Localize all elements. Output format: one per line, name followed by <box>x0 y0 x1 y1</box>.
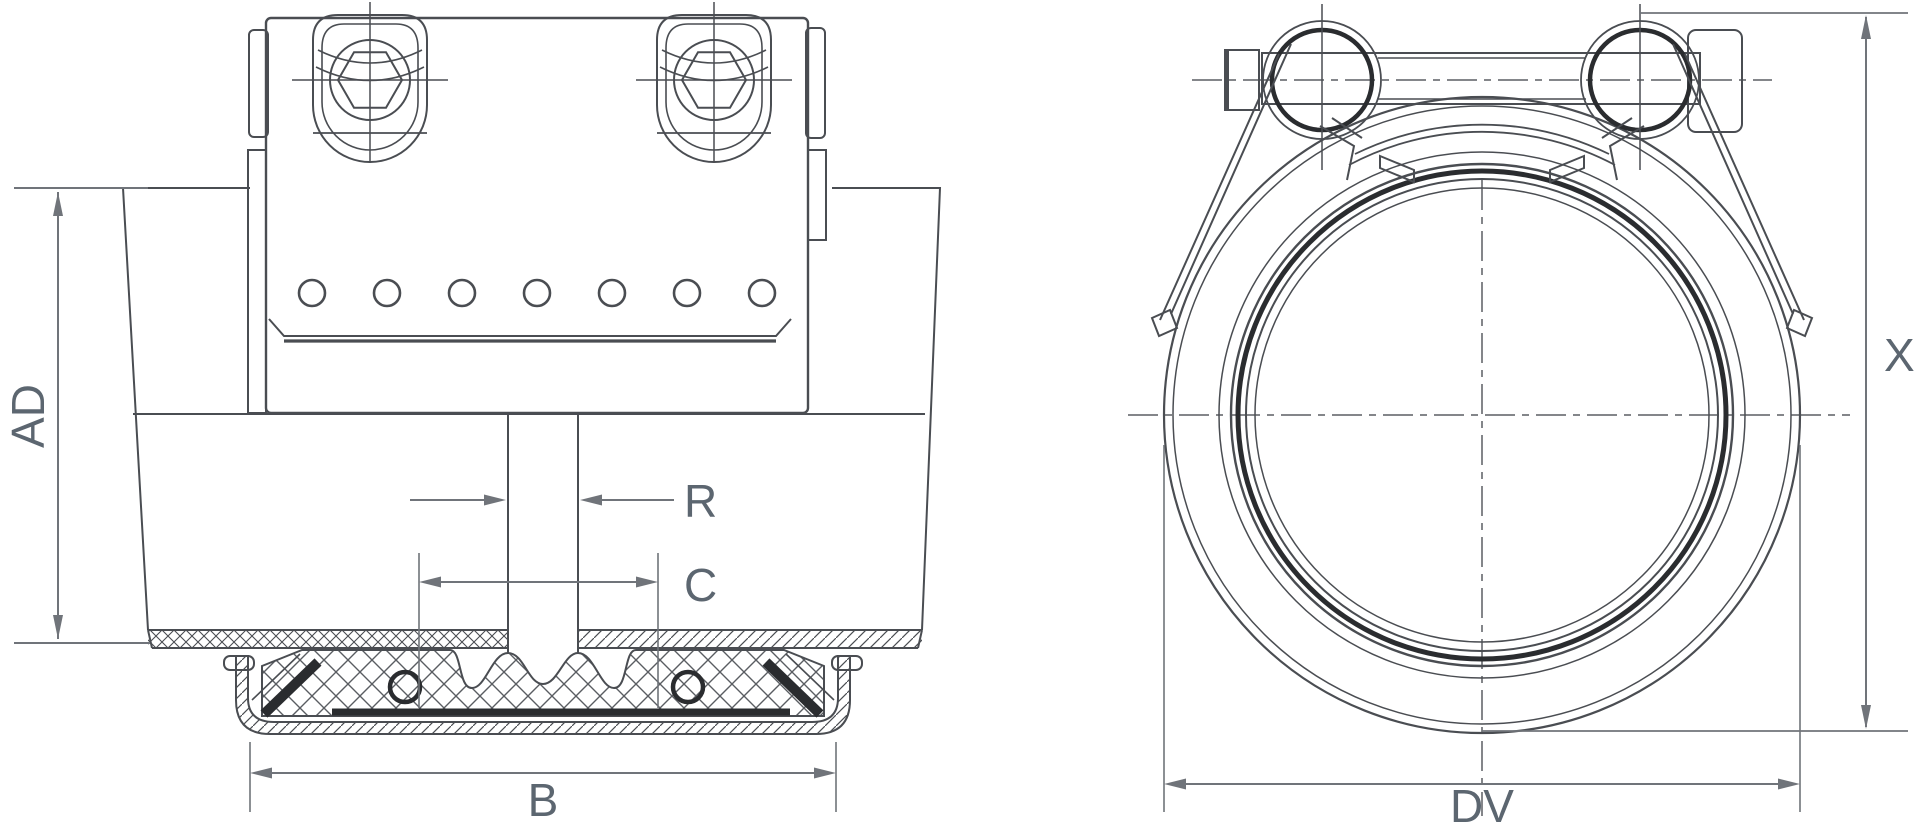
bolt-bar <box>1224 29 1743 133</box>
coupling-rings <box>1162 95 1802 735</box>
housing-tab-right <box>805 27 826 139</box>
label-c: C <box>684 559 717 611</box>
dimension-b <box>249 742 837 812</box>
dimension-c <box>418 553 659 708</box>
housing-body <box>247 16 827 415</box>
retainer-ring-left <box>387 669 423 705</box>
label-ad: AD <box>2 384 54 448</box>
jaw-right <box>1549 117 1645 184</box>
seal-wedge-left <box>260 658 322 718</box>
label-b: B <box>528 774 559 826</box>
bolt-section-right <box>1580 4 1700 170</box>
retainer-ring-right <box>670 669 706 705</box>
rivet-holes <box>297 278 777 308</box>
dimension-r <box>410 494 674 506</box>
bolt-left <box>292 2 448 163</box>
casing-hook-left <box>223 655 255 671</box>
pipe-wall-section-right <box>578 629 923 649</box>
pipe-left <box>121 187 250 631</box>
housing-strip-right <box>807 149 827 241</box>
dimension-dv <box>1163 445 1801 812</box>
dimension-ad <box>14 187 150 644</box>
housing-tab-left <box>248 29 269 138</box>
gasket-section <box>251 649 835 718</box>
side-view: AD R C B <box>2 2 942 826</box>
jaw-left <box>1319 117 1415 184</box>
strap-right <box>1672 43 1814 338</box>
housing-strip-left <box>247 149 267 414</box>
pipe-right <box>832 187 942 631</box>
casing-hook-right <box>831 655 863 671</box>
centerlines <box>1128 79 1850 816</box>
dimension-x <box>1482 12 1908 732</box>
bolt-section-left <box>1262 4 1382 170</box>
label-dv: DV <box>1450 780 1514 829</box>
pipe-wall-section-left <box>147 629 508 649</box>
bridge-plate <box>1348 123 1616 166</box>
strap-left <box>1150 43 1292 338</box>
end-view: X DV <box>1128 4 1915 829</box>
label-r: R <box>684 475 717 527</box>
seal-wedge-right <box>762 658 824 718</box>
label-x: X <box>1884 329 1915 381</box>
bolt-right <box>636 2 792 163</box>
casing-section <box>223 655 863 735</box>
